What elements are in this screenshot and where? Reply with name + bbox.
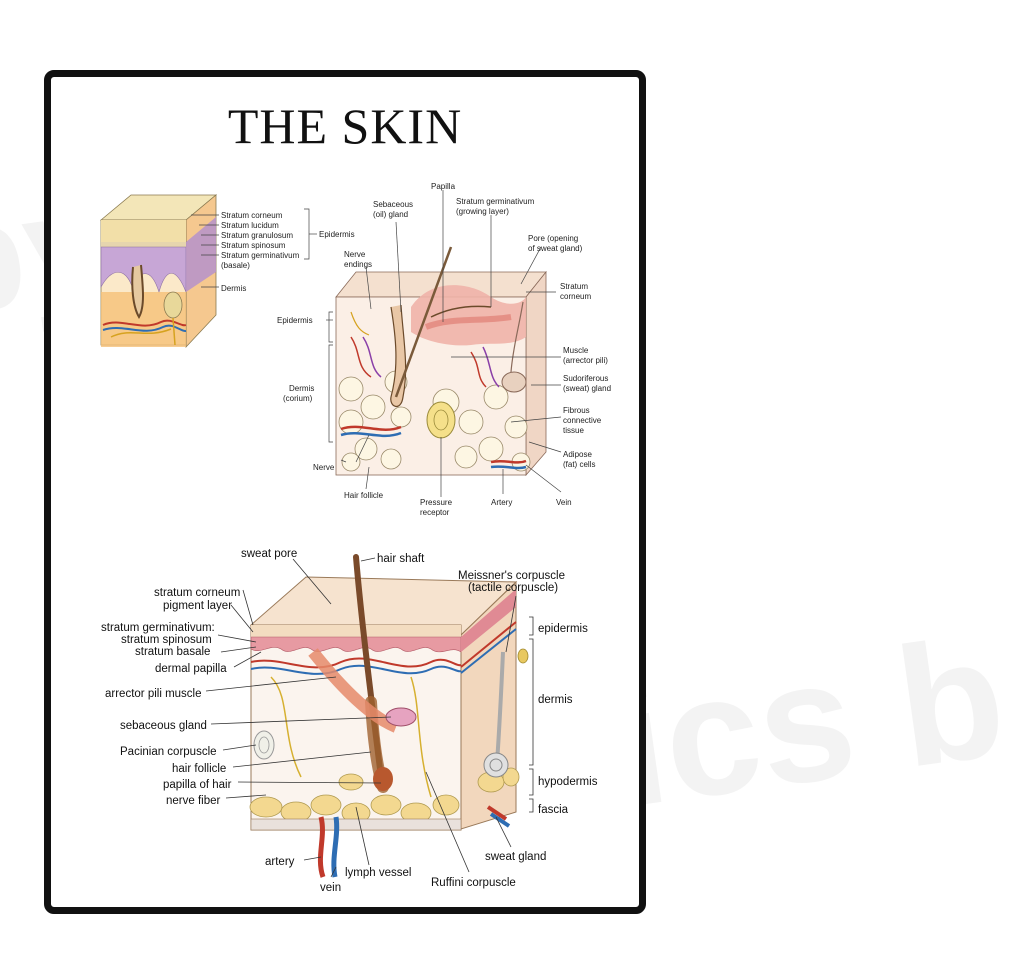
label-stratum-spinosum-small: Stratum spinosum (221, 241, 286, 250)
label-hair-shaft: hair shaft (377, 553, 425, 565)
poster-frame: THE SKIN (44, 70, 646, 914)
label-stratum-corneum-1: Stratum (560, 282, 588, 291)
label-dermis-2-2: (corium) (283, 394, 313, 403)
label-muscle-2: (arrector pili) (563, 356, 608, 365)
label-papilla-of-hair: papilla of hair (163, 779, 232, 791)
label-adipose-1: Adipose (563, 450, 592, 459)
label-hypodermis: hypodermis (538, 776, 598, 788)
label-pigment-layer: pigment layer (163, 600, 232, 612)
label-sebaceous-2: (oil) gland (373, 210, 408, 219)
label-vein-2: Vein (556, 498, 572, 507)
label-nerve-endings-1: Nerve (344, 250, 366, 259)
label-sweat-gland-3: sweat gland (485, 851, 546, 863)
label-vein-3: vein (320, 882, 341, 894)
label-epidermis-2: Epidermis (277, 316, 313, 325)
label-dermal-papilla: dermal papilla (155, 663, 227, 675)
label-stratum-lucidum: Stratum lucidum (221, 221, 279, 230)
skin-diagrams: Stratum corneum Stratum lucidum Stratum … (99, 182, 611, 894)
label-meissner-2: (tactile corpuscle) (468, 582, 558, 594)
label-spinosum-3: stratum spinosum (121, 634, 212, 646)
label-stratum-corneum-3: stratum corneum (154, 587, 240, 599)
label-epidermis-3: epidermis (538, 623, 588, 635)
label-fibrous-3: tissue (563, 426, 584, 435)
label-nerve-endings-2: endings (344, 260, 372, 269)
label-dermis-2-1: Dermis (289, 384, 314, 393)
label-germinativum-2: (growing layer) (456, 207, 509, 216)
label-stratum-corneum-2: corneum (560, 292, 591, 301)
label-pore-2: of sweat gland) (528, 244, 583, 253)
label-sudoriferous-1: Sudoriferous (563, 374, 608, 383)
cross-section-leaders (326, 190, 562, 497)
label-sudoriferous-2: (sweat) gland (563, 384, 611, 393)
label-hair-follicle-2: Hair follicle (344, 491, 384, 500)
label-fibrous-1: Fibrous (563, 406, 590, 415)
label-arrector-pili: arrector pili muscle (105, 688, 202, 700)
label-basale-small: (basale) (221, 261, 250, 270)
poster-title: THE SKIN (227, 98, 463, 154)
label-pacinian: Pacinian corpuscle (120, 746, 217, 758)
small-block-labels: Stratum corneum Stratum lucidum Stratum … (221, 211, 355, 293)
label-stratum-granulosum: Stratum granulosum (221, 231, 293, 240)
label-stratum-germinativum-small: Stratum germinativum (221, 251, 300, 260)
label-epidermis-small: Epidermis (319, 230, 355, 239)
label-germinativum-3: stratum germinativum: (101, 622, 215, 634)
cross-section-labels: Sebaceous (oil) gland Papilla Stratum ge… (277, 182, 611, 517)
label-sebaceous-3: sebaceous gland (120, 720, 207, 732)
label-stratum-corneum-small: Stratum corneum (221, 211, 283, 220)
label-pore-1: Pore (opening (528, 234, 578, 243)
large-skin-block (249, 554, 529, 878)
label-muscle-1: Muscle (563, 346, 589, 355)
label-nerve-2: Nerve (313, 463, 335, 472)
small-block-leaders (191, 208, 317, 288)
label-meissner-1: Meissner's corpuscle (458, 570, 565, 582)
label-fascia: fascia (538, 804, 569, 816)
label-germinativum-1: Stratum germinativum (456, 197, 535, 206)
label-pressure-1: Pressure (420, 498, 453, 507)
label-papilla: Papilla (431, 182, 456, 191)
label-sweat-pore: sweat pore (241, 548, 297, 560)
cross-section-diagram (335, 246, 547, 477)
label-lymph-vessel: lymph vessel (345, 867, 411, 879)
small-skin-block (99, 194, 218, 349)
label-sebaceous-1: Sebaceous (373, 200, 413, 209)
label-hair-follicle-3: hair follicle (172, 763, 226, 775)
label-fibrous-2: connective (563, 416, 602, 425)
label-adipose-2: (fat) cells (563, 460, 595, 469)
label-artery-3: artery (265, 856, 295, 868)
label-nerve-fiber: nerve fiber (166, 795, 221, 807)
label-ruffini: Ruffini corpuscle (431, 877, 516, 889)
label-dermis-3: dermis (538, 694, 573, 706)
label-dermis-small: Dermis (221, 284, 246, 293)
large-block-leaders (205, 557, 534, 878)
label-pressure-2: receptor (420, 508, 450, 517)
label-basale-3: stratum basale (135, 646, 210, 658)
large-block-labels: sweat pore hair shaft Meissner's corpusc… (101, 548, 598, 894)
label-artery-2: Artery (491, 498, 512, 507)
